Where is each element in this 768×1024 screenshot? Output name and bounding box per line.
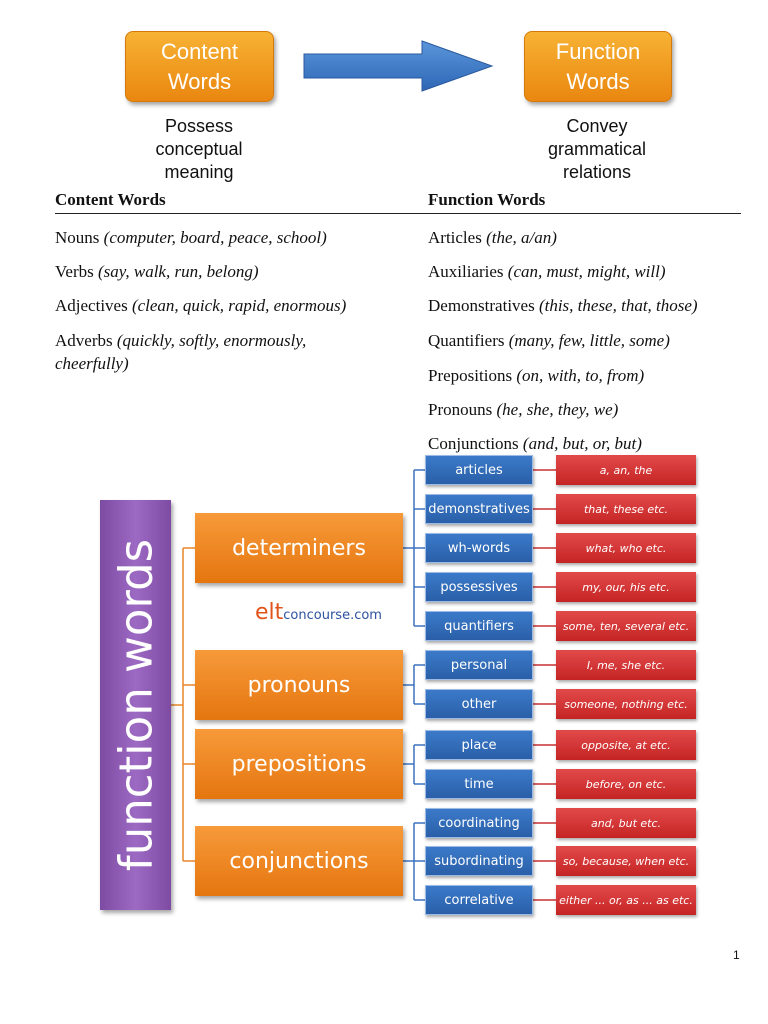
sub-personal: personal	[425, 650, 533, 680]
function-words-box-line2: Words	[566, 68, 630, 94]
eltconcourse-watermark: eltconcourse.com	[255, 600, 382, 625]
example-articles: a, an, the	[556, 455, 696, 485]
row-term: Demonstratives	[428, 296, 535, 315]
function-row-pronouns: Pronouns (he, she, they, we)	[428, 398, 618, 421]
row-examples: (he, she, they, we)	[496, 400, 619, 419]
example-personal: I, me, she etc.	[556, 650, 696, 680]
watermark-part2: concourse.com	[283, 608, 382, 623]
category-prepositions: prepositions	[195, 729, 403, 799]
sub-place: place	[425, 730, 533, 760]
example-other: someone, nothing etc.	[556, 689, 696, 719]
caption-line: grammatical	[547, 139, 647, 159]
function-words-box-line1: Function	[555, 38, 641, 64]
row-examples: (this, these, that, those)	[538, 296, 698, 315]
example-correlative: either ... or, as ... as etc.	[556, 885, 696, 915]
function-row-demonstratives: Demonstratives (this, these, that, those…	[428, 294, 698, 317]
function-words-title: function words	[109, 538, 162, 872]
row-examples: (on, with, to, from)	[516, 366, 645, 385]
row-examples: (clean, quick, rapid, enormous)	[131, 296, 347, 315]
category-determiners: determiners	[195, 513, 403, 583]
sub-subordinating: subordinating	[425, 846, 533, 876]
content-row-adverbs: Adverbs (quickly, softly, enormously, che…	[55, 329, 306, 375]
content-words-box-line1: Content	[160, 38, 239, 64]
sub-quantifiers: quantifiers	[425, 611, 533, 641]
row-term: Articles	[428, 228, 482, 247]
function-row-conjunctions: Conjunctions (and, but, or, but)	[428, 432, 642, 455]
watermark-part1: elt	[255, 600, 284, 625]
flow-arrow	[303, 40, 494, 92]
row-term: Prepositions	[428, 366, 513, 385]
sub-correlative: correlative	[425, 885, 533, 915]
caption-line: Convey	[566, 116, 628, 136]
row-term: Nouns	[55, 228, 100, 247]
row-term: Quantifiers	[428, 331, 505, 350]
row-examples: (computer, board, peace, school)	[103, 228, 327, 247]
row-term: Pronouns	[428, 400, 493, 419]
sub-coordinating: coordinating	[425, 808, 533, 838]
row-examples: (the, a/an)	[486, 228, 557, 247]
example-quantifiers: some, ten, several etc.	[556, 611, 696, 641]
example-coordinating: and, but etc.	[556, 808, 696, 838]
content-row-adjectives: Adjectives (clean, quick, rapid, enormou…	[55, 294, 346, 317]
example-demonstratives: that, these etc.	[556, 494, 696, 524]
caption-line: Possess	[164, 116, 234, 136]
sub-articles: articles	[425, 455, 533, 485]
example-time: before, on etc.	[556, 769, 696, 799]
row-examples: (many, few, little, some)	[508, 331, 670, 350]
page-number: 1	[733, 948, 740, 962]
row-term: Conjunctions	[428, 434, 519, 453]
content-words-box: Content Words	[125, 31, 274, 102]
sub-possessives: possessives	[425, 572, 533, 602]
caption-line: meaning	[164, 162, 234, 182]
sub-time: time	[425, 769, 533, 799]
row-examples: (can, must, might, will)	[507, 262, 666, 281]
sub-wh-words: wh-words	[425, 533, 533, 563]
row-term: Verbs	[55, 262, 94, 281]
function-words-title-bar: function words	[100, 500, 171, 910]
content-row-verbs: Verbs (say, walk, run, belong)	[55, 260, 259, 283]
content-row-nouns: Nouns (computer, board, peace, school)	[55, 226, 327, 249]
example-subordinating: so, because, when etc.	[556, 846, 696, 876]
row-examples: (and, but, or, but)	[522, 434, 642, 453]
caption-line: conceptual	[155, 139, 243, 159]
sub-demonstratives: demonstratives	[425, 494, 533, 524]
row-term: Adjectives	[55, 296, 128, 315]
row-examples-continued: cheerfully)	[55, 354, 129, 373]
row-term: Adverbs	[55, 331, 113, 350]
sub-other: other	[425, 689, 533, 719]
function-words-header: Function Words	[428, 190, 546, 209]
content-words-box-line2: Words	[167, 68, 232, 94]
row-examples: (quickly, softly, enormously,	[116, 331, 307, 350]
function-words-box: Function Words	[524, 31, 672, 102]
row-examples: (say, walk, run, belong)	[97, 262, 259, 281]
function-row-articles: Articles (the, a/an)	[428, 226, 557, 249]
table-rule	[55, 213, 741, 214]
function-words-caption: Convey grammatical relations	[516, 115, 678, 184]
example-possessives: my, our, his etc.	[556, 572, 696, 602]
caption-line: relations	[562, 162, 632, 182]
category-conjunctions: conjunctions	[195, 826, 403, 896]
function-row-quantifiers: Quantifiers (many, few, little, some)	[428, 329, 670, 352]
content-words-caption: Possess conceptual meaning	[118, 115, 280, 184]
example-place: opposite, at etc.	[556, 730, 696, 760]
function-row-prepositions: Prepositions (on, with, to, from)	[428, 364, 644, 387]
function-row-auxiliaries: Auxiliaries (can, must, might, will)	[428, 260, 666, 283]
row-term: Auxiliaries	[428, 262, 504, 281]
example-wh-words: what, who etc.	[556, 533, 696, 563]
content-words-header: Content Words	[55, 190, 166, 209]
category-pronouns: pronouns	[195, 650, 403, 720]
